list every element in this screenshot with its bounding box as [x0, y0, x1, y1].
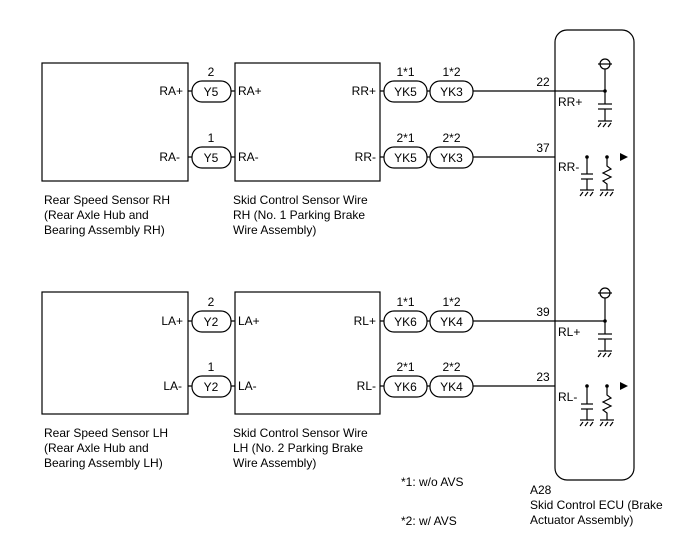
pin-label: RR+	[352, 84, 376, 98]
connector-yk5-top: YK5 1*1	[383, 65, 428, 103]
skid-control-sensor-wire-rh-box	[234, 62, 381, 182]
svg-text:Bearing Assembly RH): Bearing Assembly RH)	[44, 223, 165, 237]
pin-label: LA-	[238, 379, 257, 393]
svg-text:Skid Control Sensor Wire: Skid Control Sensor Wire	[233, 193, 368, 207]
pin-label: RR-	[355, 150, 376, 164]
connector-y5-bottom: Y5 1	[191, 131, 232, 169]
svg-text:Actuator Assembly): Actuator Assembly)	[530, 513, 633, 527]
connector-y2-top: Y2 2	[191, 295, 232, 333]
svg-text:1*2: 1*2	[442, 295, 460, 309]
ecu-circuit-rr-plus	[555, 58, 612, 128]
svg-text:2*1: 2*1	[396, 360, 414, 374]
caption-skid-control-sensor-wire-rh: Skid Control Sensor Wire RH (No. 1 Parki…	[233, 193, 368, 237]
caption-rear-speed-sensor-lh: Rear Speed Sensor LH (Rear Axle Hub and …	[44, 426, 168, 470]
svg-text:YK4: YK4	[440, 380, 463, 394]
svg-text:YK6: YK6	[394, 315, 417, 329]
pin-label: LA-	[163, 379, 182, 393]
footnote-1: *1: w/o AVS	[401, 475, 463, 489]
rear-speed-sensor-rh-box	[41, 62, 189, 182]
connector-y5-top: Y5 2	[191, 65, 232, 103]
svg-text:Y2: Y2	[204, 380, 219, 394]
ecu-pin-label: RL-	[558, 390, 577, 404]
ecu-pin-label: RR-	[558, 160, 579, 174]
svg-text:YK4: YK4	[440, 315, 463, 329]
svg-text:YK3: YK3	[440, 85, 463, 99]
ecu-pin-number: 39	[536, 305, 550, 319]
svg-text:YK3: YK3	[440, 151, 463, 165]
svg-text:2*2: 2*2	[442, 131, 460, 145]
pin-label: RA+	[238, 84, 262, 98]
svg-text:1*1: 1*1	[396, 295, 414, 309]
pin-label: RL+	[354, 314, 376, 328]
ecu-circuit-rr-minus	[579, 153, 628, 197]
svg-text:1*2: 1*2	[442, 65, 460, 79]
ecu-circuit-rl-plus	[555, 287, 612, 358]
svg-text:2: 2	[208, 295, 215, 309]
connector-yk3-top: YK3 1*2	[429, 65, 474, 103]
svg-text:(Rear Axle Hub and: (Rear Axle Hub and	[44, 441, 149, 455]
svg-text:Rear Speed Sensor RH: Rear Speed Sensor RH	[44, 193, 170, 207]
connector-yk6-top: YK6 1*1	[383, 295, 428, 333]
svg-text:(Rear Axle Hub and: (Rear Axle Hub and	[44, 208, 149, 222]
svg-text:RH (No. 1 Parking Brake: RH (No. 1 Parking Brake	[233, 208, 365, 222]
svg-text:A28: A28	[530, 483, 552, 497]
svg-text:2*2: 2*2	[442, 360, 460, 374]
connector-yk5-bottom: YK5 2*1	[383, 131, 428, 169]
caption-rear-speed-sensor-rh: Rear Speed Sensor RH (Rear Axle Hub and …	[44, 193, 170, 237]
svg-text:YK6: YK6	[394, 380, 417, 394]
svg-text:Rear Speed Sensor LH: Rear Speed Sensor LH	[44, 426, 168, 440]
pin-label: LA+	[238, 314, 260, 328]
svg-text:Y5: Y5	[204, 151, 219, 165]
pin-label: RA-	[159, 150, 180, 164]
svg-text:YK5: YK5	[394, 151, 417, 165]
ecu-pin-label: RR+	[558, 95, 582, 109]
svg-text:YK5: YK5	[394, 85, 417, 99]
skid-control-sensor-wire-lh-box	[234, 291, 381, 415]
connector-yk4-top: YK4 1*2	[429, 295, 474, 333]
svg-text:Wire Assembly): Wire Assembly)	[233, 456, 316, 470]
connector-yk3-bottom: YK3 2*2	[429, 131, 474, 169]
svg-text:Bearing Assembly LH): Bearing Assembly LH)	[44, 456, 163, 470]
pin-label: RL-	[357, 379, 376, 393]
caption-skid-control-sensor-wire-lh: Skid Control Sensor Wire LH (No. 2 Parki…	[233, 426, 368, 470]
skid-control-ecu-box	[554, 29, 635, 481]
svg-text:Y2: Y2	[204, 315, 219, 329]
footnotes: *1: w/o AVS *2: w/ AVS	[401, 475, 463, 528]
ecu-pin-label: RL+	[558, 325, 580, 339]
svg-text:LH (No. 2 Parking Brake: LH (No. 2 Parking Brake	[233, 441, 363, 455]
svg-text:Wire Assembly): Wire Assembly)	[233, 223, 316, 237]
ecu-pin-number: 22	[536, 75, 550, 89]
svg-text:1: 1	[208, 360, 215, 374]
svg-text:1: 1	[208, 131, 215, 145]
ecu-pin-number: 37	[536, 141, 550, 155]
svg-text:Skid Control ECU (Brake: Skid Control ECU (Brake	[530, 498, 663, 512]
caption-skid-control-ecu: A28 Skid Control ECU (Brake Actuator Ass…	[530, 483, 663, 527]
pin-labels: RA+ RA- RA+ RA- RR+ RR- LA+ LA- LA+ LA- …	[159, 75, 582, 404]
svg-text:Skid Control Sensor Wire: Skid Control Sensor Wire	[233, 426, 368, 440]
svg-text:1*1: 1*1	[396, 65, 414, 79]
ecu-circuit-rl-minus	[579, 382, 628, 427]
rear-speed-sensor-lh-box	[41, 291, 189, 415]
ecu-pin-number: 23	[536, 370, 550, 384]
svg-text:Y5: Y5	[204, 85, 219, 99]
pin-label: RA+	[159, 84, 183, 98]
pin-label: LA+	[161, 314, 183, 328]
pin-label: RA-	[238, 150, 259, 164]
svg-text:2: 2	[208, 65, 215, 79]
connector-yk4-bottom: YK4 2*2	[429, 360, 474, 398]
footnote-2: *2: w/ AVS	[401, 514, 457, 528]
connector-yk6-bottom: YK6 2*1	[383, 360, 428, 398]
svg-text:2*1: 2*1	[396, 131, 414, 145]
connector-y2-bottom: Y2 1	[191, 360, 232, 398]
